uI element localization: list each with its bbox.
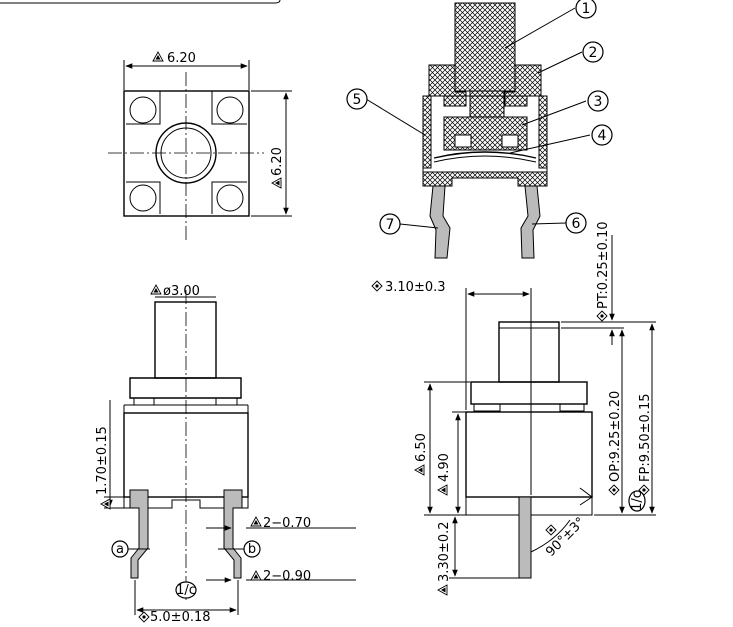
callout-4: 4 (598, 128, 607, 144)
dim-plunger-dia: ø3.00 (163, 284, 200, 299)
dim-pin-width-a: 2−0.70 (263, 516, 311, 531)
dim-operating-pos: OP:9.25±0.20 (608, 391, 623, 482)
side-view: 3.10±0.3 6.50 4.90 3.30±0.2 90°±3° PT:0.… (371, 221, 656, 596)
dim-side-width: 3.10±0.3 (385, 280, 446, 295)
callout-5: 5 (353, 92, 362, 108)
dim-free-pos: FP:9.50±0.15 (638, 394, 653, 482)
callout-7: 7 (386, 217, 395, 233)
callout-1: 1 (582, 1, 591, 17)
flatness-right: 1/c (630, 491, 645, 511)
callout-3: 3 (594, 94, 603, 110)
pin-label-a: a (116, 542, 124, 557)
dim-top-width: 6.20 (167, 51, 196, 66)
callout-2: 2 (589, 45, 598, 61)
callout-6: 6 (572, 216, 581, 232)
front-view: ø3.00 1.70±0.15 a b 2−0.70 2−0.90 1/c 5.… (95, 284, 356, 625)
flatness-bottom: 1/c (176, 583, 196, 598)
dim-lead-angle: 90°±3° (543, 515, 588, 560)
dim-lead-length: 3.30±0.2 (437, 521, 452, 582)
dim-travel: PT:0.25±0.10 (596, 221, 611, 309)
dim-pin-pitch: 5.0±0.18 (150, 610, 211, 625)
pin-label-b: b (248, 542, 256, 557)
section-view: 1 2 3 4 5 6 7 (346, 0, 613, 259)
top-view: 6.20 6.20 (108, 51, 292, 240)
dim-housing-height: 4.90 (437, 453, 452, 482)
dim-pin-width-b: 2−0.90 (263, 569, 311, 584)
dim-body-height: 6.50 (414, 433, 429, 462)
dim-base-height: 1.70±0.15 (95, 426, 110, 495)
dim-top-height: 6.20 (270, 147, 285, 176)
